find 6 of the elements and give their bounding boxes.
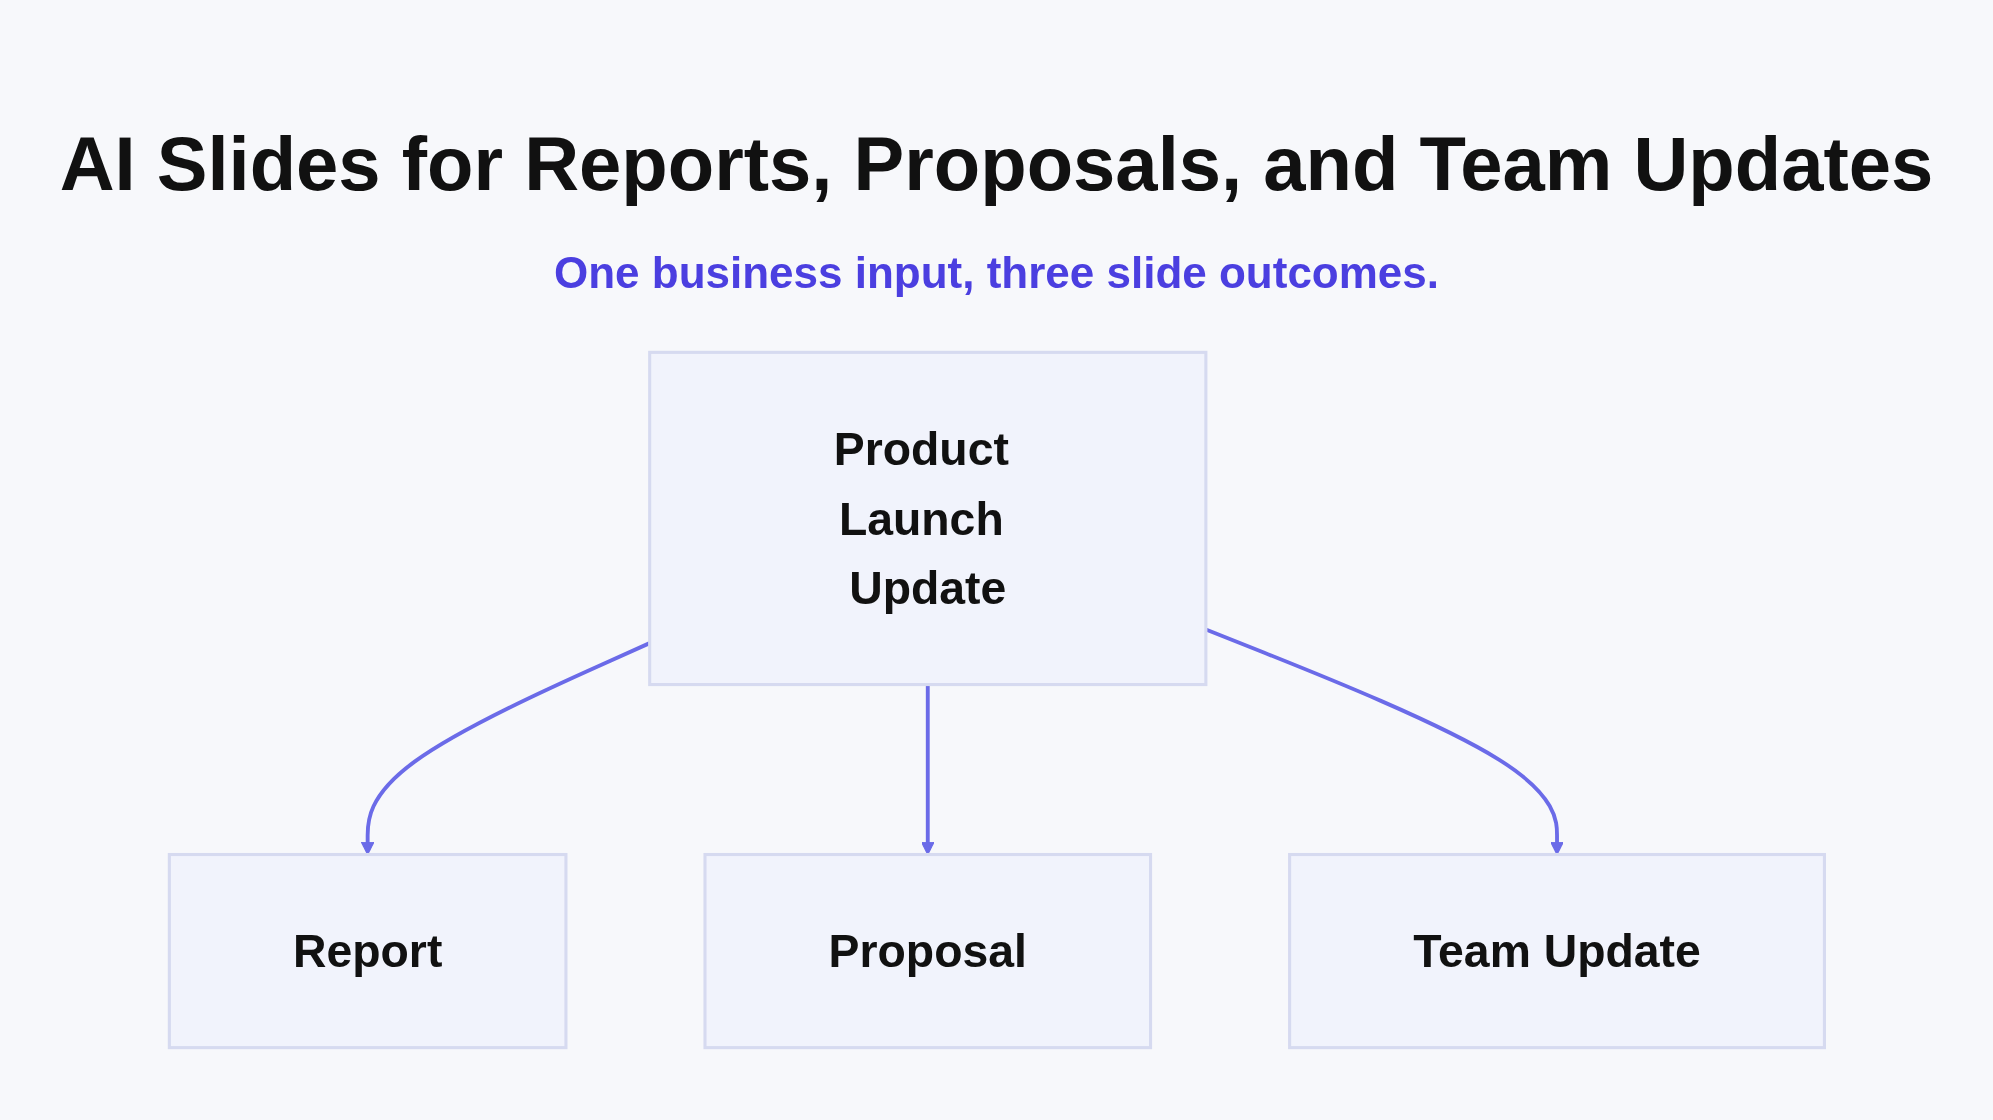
node-box: Product Launch Update — [647, 350, 1207, 687]
node-box: Report — [167, 852, 568, 1050]
subtitle: One business input, three slide outcomes. — [552, 248, 1441, 298]
node-box: Proposal — [703, 852, 1152, 1050]
node-box: Team Update — [1287, 852, 1826, 1050]
title: AI Slides for Reports, Proposals, and Team Updates — [58, 120, 1935, 207]
